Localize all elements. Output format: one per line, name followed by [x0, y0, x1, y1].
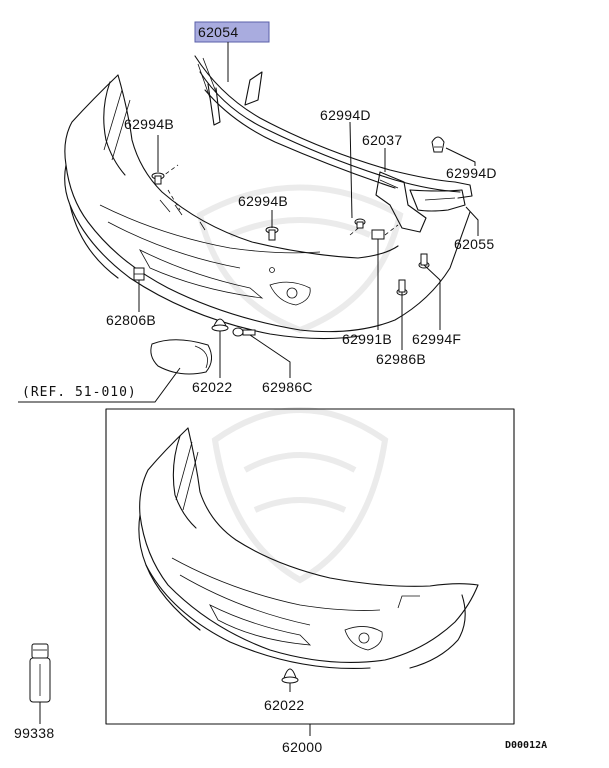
- screw-62994b-mid: [265, 226, 279, 241]
- label-ref-51-010: (REF. 51-010): [22, 385, 137, 400]
- screw-62994b-left: [151, 172, 165, 185]
- bracket-62055: [409, 189, 466, 212]
- label-62994f: 62994F: [412, 331, 461, 347]
- touch-up-paint-bottle: [29, 643, 51, 703]
- screw-62986c: [232, 327, 256, 337]
- watermark-emblem: [196, 184, 404, 584]
- label-62986b: 62986B: [376, 351, 426, 367]
- label-62994b-mid: 62994B: [238, 193, 288, 209]
- lower-bumper-drawing: [138, 427, 479, 669]
- leader-lines: [18, 42, 479, 736]
- label-62054: 62054: [198, 24, 238, 40]
- label-62994d-right: 62994D: [446, 165, 497, 181]
- label-62986c: 62986C: [262, 379, 313, 395]
- label-62994d-upper: 62994D: [320, 107, 371, 123]
- clip-62991b: [371, 229, 385, 240]
- label-62994b-left: 62994B: [124, 116, 174, 132]
- clip-62806b: [133, 267, 145, 281]
- rivet-62022-upper: [211, 318, 229, 332]
- rivet-62022-lower: [281, 668, 299, 684]
- label-62022-lower: 62022: [264, 697, 304, 713]
- label-62806b: 62806B: [106, 312, 156, 328]
- label-62000: 62000: [282, 739, 322, 755]
- label-62037: 62037: [362, 132, 402, 148]
- label-99338: 99338: [14, 725, 54, 741]
- label-62055: 62055: [454, 236, 494, 252]
- fasteners: [151, 136, 445, 337]
- screw-62994d-upper: [354, 218, 366, 229]
- bracket-62037: [375, 171, 427, 233]
- clip-62994d-right: [431, 136, 445, 153]
- label-62991b: 62991B: [342, 331, 392, 347]
- drawing-code: D00012A: [505, 740, 547, 751]
- highlight-box: [194, 21, 270, 43]
- screw-62994f: [418, 253, 430, 269]
- fog-lamp-cover: [150, 339, 212, 375]
- reinforcement-bar-62054: [194, 55, 473, 199]
- upper-bumper-drawing: [64, 74, 471, 340]
- label-62022-upper: 62022: [192, 379, 232, 395]
